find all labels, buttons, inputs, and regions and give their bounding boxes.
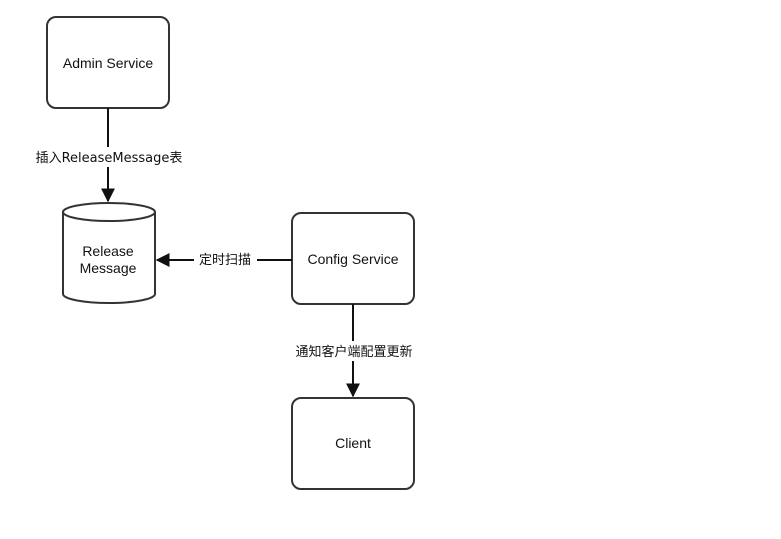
config-service-label: Config Service xyxy=(307,251,398,267)
release-message-cylinder-top xyxy=(62,202,156,222)
edge-admin-to-release: 插入ReleaseMessage表 xyxy=(36,108,183,203)
release-message-label-line1: Release xyxy=(82,243,134,259)
edge-config-to-client-label: 通知客户端配置更新 xyxy=(295,344,412,360)
edge-admin-to-release-label: 插入ReleaseMessage表 xyxy=(36,151,183,166)
client-label: Client xyxy=(335,435,371,451)
release-message-label-line2: Message xyxy=(80,260,137,276)
release-message-cylinder-body xyxy=(62,212,156,304)
client-box xyxy=(291,397,415,490)
edge-config-to-release-label: 定时扫描 xyxy=(199,253,251,268)
admin-service-label: Admin Service xyxy=(63,55,153,71)
admin-service-node: Admin Service xyxy=(46,16,170,109)
client-node: Client xyxy=(291,397,415,490)
edge-config-to-client: 通知客户端配置更新 xyxy=(295,304,413,398)
edge-config-to-release: 定时扫描 xyxy=(155,253,292,268)
release-message-node: Release Message xyxy=(62,202,156,304)
config-service-node: Config Service xyxy=(291,212,415,305)
